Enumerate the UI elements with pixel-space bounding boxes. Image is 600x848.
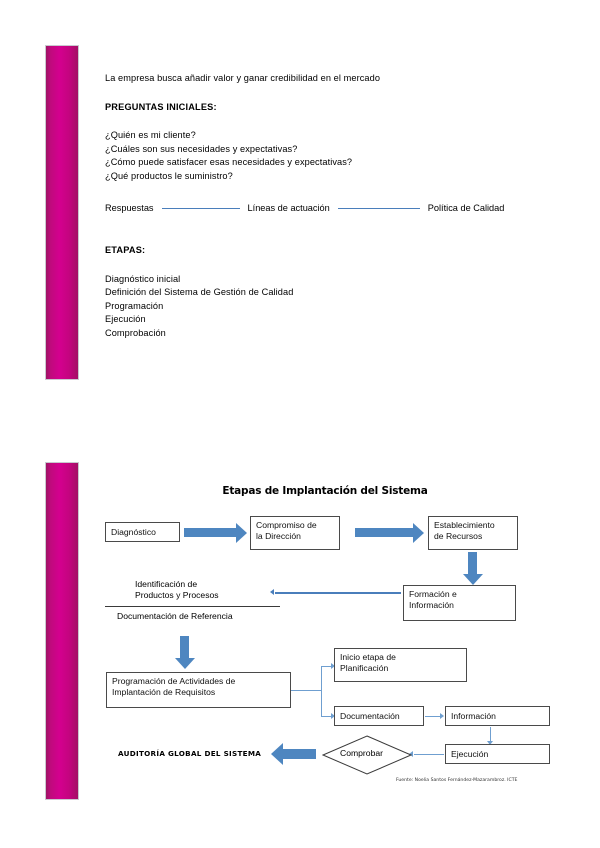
connector-formacion-to-identificacion bbox=[275, 592, 401, 594]
arrow-to-auditoria bbox=[271, 743, 316, 765]
connector-to-inicio-etapa bbox=[321, 666, 333, 667]
page-accent-bar-top bbox=[45, 45, 79, 380]
questions-heading: PREGUNTAS INICIALES: bbox=[105, 101, 217, 112]
arrowhead-informacion bbox=[440, 713, 444, 719]
chain-start-label: Respuestas bbox=[105, 203, 154, 213]
node-inicio-etapa: Inicio etapa de Planificación bbox=[334, 648, 467, 682]
source-credit: Fuente: Noelia Santos Fernández-Mazaramb… bbox=[396, 778, 518, 783]
stage-item: Diagnóstico inicial bbox=[105, 273, 181, 284]
diagram-title: Etapas de Implantación del Sistema bbox=[222, 485, 428, 497]
label-documentacion-referencia: Documentación de Referencia bbox=[117, 611, 233, 621]
page-one-content: La empresa busca añadir valor y ganar cr… bbox=[105, 72, 545, 340]
connector-documentacion-to-informacion bbox=[425, 716, 441, 717]
chain-connector-one bbox=[161, 207, 240, 209]
stage-item: Programación bbox=[105, 300, 164, 311]
question-item: ¿Quién es mi cliente? bbox=[105, 130, 196, 140]
connector-programacion-stem bbox=[291, 690, 321, 691]
question-item: ¿Cuáles son sus necesidades y expectativ… bbox=[105, 143, 298, 154]
stage-item: Ejecución bbox=[105, 314, 146, 324]
node-establecimiento: Establecimiento de Recursos bbox=[428, 516, 518, 550]
arrowhead-ejecucion bbox=[487, 741, 493, 745]
stage-item: Comprobación bbox=[105, 327, 166, 338]
node-comprobar-label: Comprobar bbox=[340, 748, 383, 758]
node-documentacion: Documentación bbox=[334, 706, 424, 726]
question-item: ¿Cómo puede satisfacer esas necesidades … bbox=[105, 157, 353, 167]
arrow-compromiso-to-establecimiento bbox=[355, 522, 424, 543]
node-compromiso: Compromiso de la Dirección bbox=[250, 516, 340, 550]
node-ejecucion: Ejecución bbox=[445, 744, 550, 764]
question-item: ¿Qué productos le suministro? bbox=[105, 170, 233, 181]
arrowhead-inicio-etapa bbox=[331, 663, 335, 669]
chain-connector-two bbox=[337, 207, 420, 209]
page-accent-bar-bottom bbox=[45, 462, 79, 800]
connector-informacion-to-ejecucion bbox=[490, 727, 491, 742]
node-comprobar-shape bbox=[322, 735, 412, 775]
node-formacion: Formación e Información bbox=[403, 585, 516, 621]
label-identificacion: Identificación de Productos y Procesos bbox=[135, 579, 219, 601]
connector-ejecucion-to-comprobar bbox=[414, 754, 444, 755]
arrow-establecimiento-to-formacion bbox=[462, 552, 483, 585]
connector-programacion-riser bbox=[321, 666, 322, 716]
stage-item: Definición del Sistema de Gestión de Cal… bbox=[105, 287, 294, 297]
node-diagnostico: Diagnóstico bbox=[105, 522, 180, 542]
node-informacion: Información bbox=[445, 706, 550, 726]
chain-middle-label: Líneas de actuación bbox=[247, 203, 330, 213]
flow-diagram: Etapas de Implantación del Sistema Diagn… bbox=[0, 440, 600, 810]
stages-heading: ETAPAS: bbox=[105, 245, 146, 255]
divider-identificacion bbox=[105, 606, 280, 607]
label-auditoria-global: AUDITORÍA GLOBAL DEL SISTEMA bbox=[118, 749, 262, 758]
arrow-to-programacion bbox=[174, 636, 195, 669]
policy-chain: Respuestas Líneas de actuación Política … bbox=[105, 203, 545, 213]
intro-text: La empresa busca añadir valor y ganar cr… bbox=[105, 73, 381, 83]
connector-to-documentacion bbox=[321, 716, 333, 717]
arrowhead-comprobar bbox=[409, 751, 413, 757]
node-programacion: Programación de Actividades de Implantac… bbox=[106, 672, 291, 708]
arrowhead-documentacion bbox=[331, 713, 335, 719]
arrow-diagnostico-to-compromiso bbox=[184, 522, 247, 543]
chain-end-label: Política de Calidad bbox=[427, 203, 505, 213]
arrowhead-identificacion bbox=[270, 589, 274, 595]
